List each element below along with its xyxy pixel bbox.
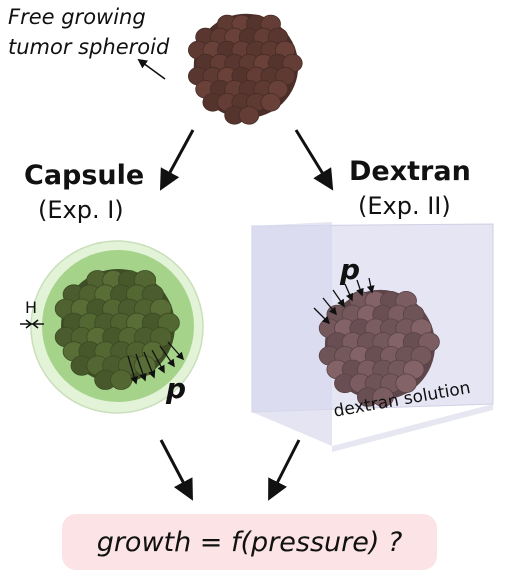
arrow-dextran-to-question xyxy=(268,439,301,501)
thickness-marker xyxy=(20,319,44,329)
growth-question-text: growth = f(pressure) ? xyxy=(96,526,403,558)
capsule-thickness-label: H xyxy=(25,298,38,317)
free-spheroid-label: Free growing tumor spheroid xyxy=(8,2,169,62)
dextran-pressure-label: p xyxy=(340,253,361,286)
capsule-title: Capsule xyxy=(24,160,145,191)
label-pointer-arrow xyxy=(137,58,166,80)
free-spheroid-label-line1: Free growing xyxy=(8,5,146,29)
pressure-arrows-capsule xyxy=(127,341,185,385)
capsule-subtitle: (Exp. I) xyxy=(38,196,124,224)
free-spheroid-cell xyxy=(238,106,260,125)
free-spheroid-label-line2: tumor spheroid xyxy=(8,35,170,59)
growth-question-box: growth = f(pressure) ? xyxy=(62,514,437,570)
arrow-capsule-to-question xyxy=(159,439,193,501)
dextran-subtitle: (Exp. II) xyxy=(358,192,451,220)
free-spheroid-cell xyxy=(260,93,281,112)
free-spheroid xyxy=(187,13,303,125)
dextran-spheroid xyxy=(318,289,440,407)
pressure-arrows-dextran xyxy=(313,277,375,325)
dextran-title: Dextran xyxy=(349,156,471,187)
capsule-pressure-label: p xyxy=(166,372,187,405)
dextran-spheroid-cell xyxy=(395,373,417,394)
capsule-spheroid xyxy=(54,269,180,390)
arrow-to-capsule xyxy=(159,129,195,191)
dextran-spheroid-cell xyxy=(372,387,394,407)
capsule-spheroid-cell xyxy=(110,369,133,390)
arrow-to-dextran xyxy=(294,129,334,191)
